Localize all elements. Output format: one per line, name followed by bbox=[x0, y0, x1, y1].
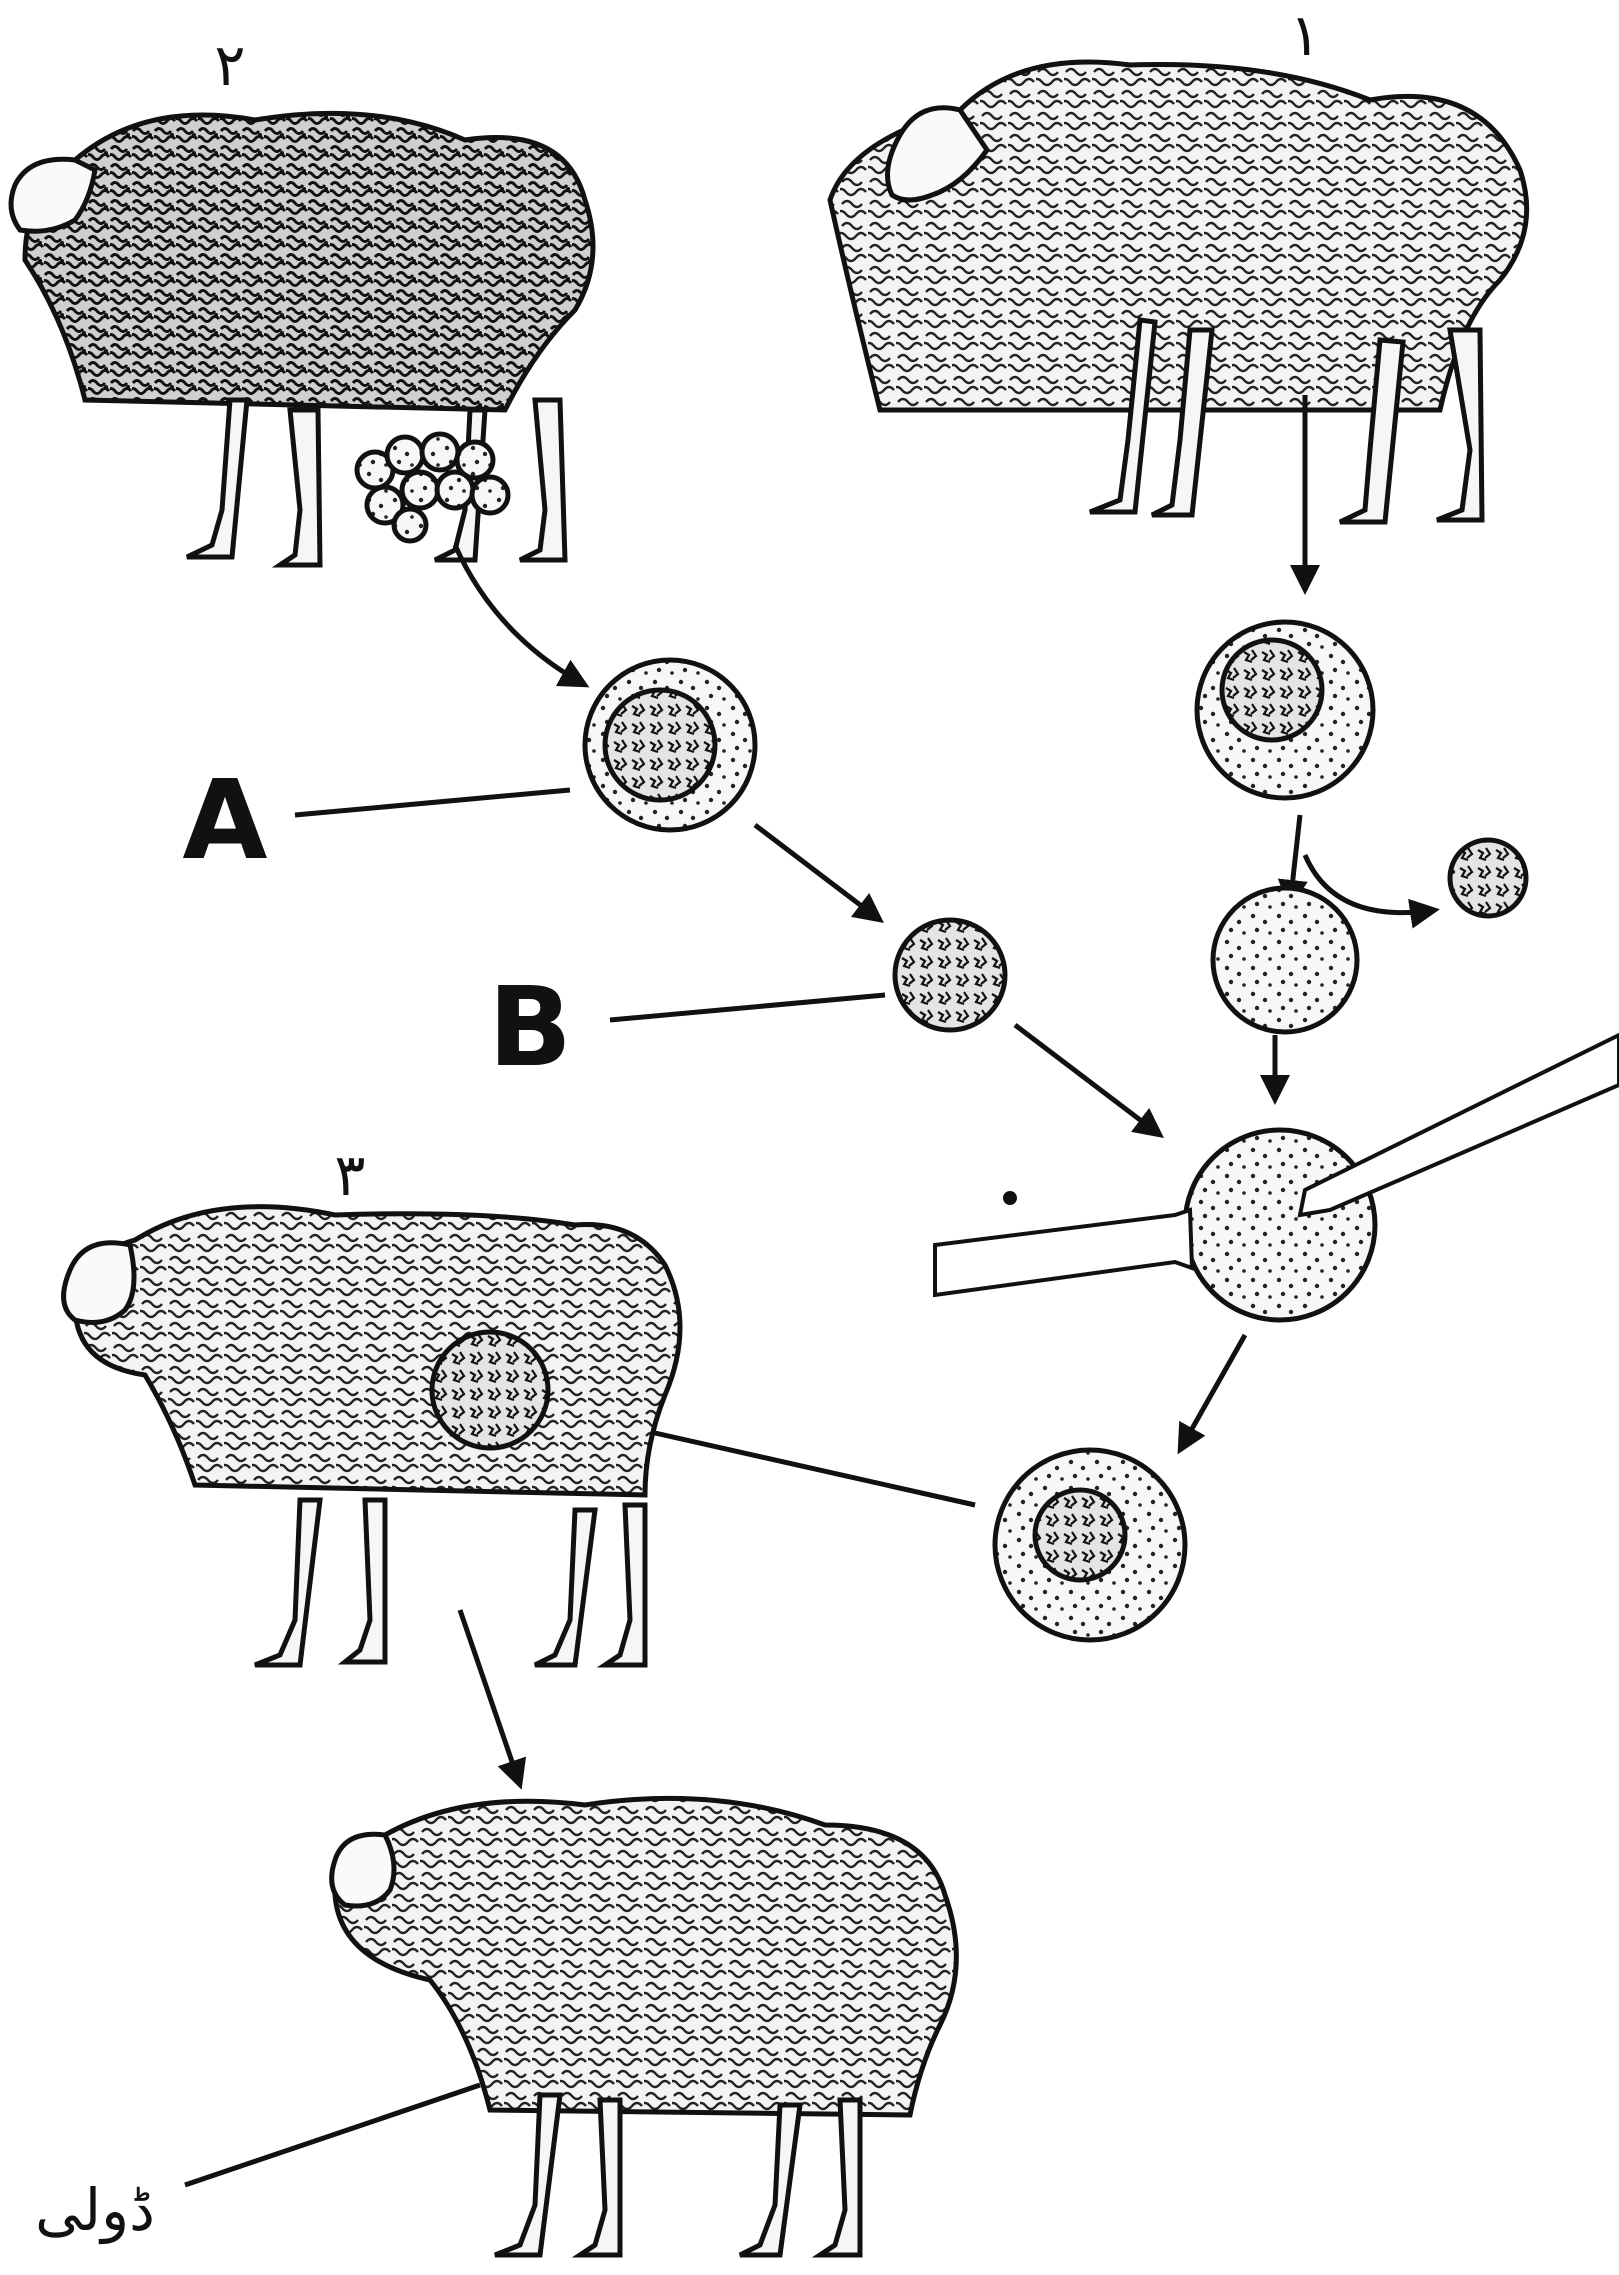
embryo-cell bbox=[995, 1450, 1185, 1640]
nucleus-b bbox=[895, 920, 1005, 1030]
sheep-2-label: ۲ bbox=[214, 31, 245, 99]
arrow-eggs-to-a bbox=[455, 545, 585, 685]
arrow-b-to-fusion bbox=[1015, 1025, 1160, 1135]
injection-pipette bbox=[1300, 1035, 1619, 1215]
sheep-1-label: ۱ bbox=[1289, 1, 1320, 69]
egg-cell-a bbox=[585, 660, 755, 830]
pointer-a bbox=[295, 790, 570, 815]
sheep-dolly bbox=[332, 1798, 957, 2255]
label-b: B bbox=[488, 963, 572, 1091]
dolly-label: ڈولی bbox=[35, 2176, 155, 2245]
removed-nucleus bbox=[1450, 840, 1526, 916]
arrow-fusion-to-embryo bbox=[1180, 1335, 1245, 1450]
label-a: A bbox=[182, 756, 267, 884]
implanted-embryo bbox=[432, 1332, 548, 1448]
sheep-3: ۳ bbox=[64, 1141, 680, 1665]
pointer-dolly bbox=[185, 2085, 480, 2185]
holding-pipette bbox=[935, 1210, 1192, 1295]
egg-cluster bbox=[357, 434, 508, 541]
arrow-sheep3-to-dolly bbox=[460, 1610, 520, 1785]
sheep-1: ۱ bbox=[830, 1, 1527, 522]
arrow-a-to-b bbox=[755, 825, 880, 920]
udder-cell bbox=[1197, 622, 1373, 798]
pointer-b bbox=[610, 995, 885, 1020]
sheep-3-label: ۳ bbox=[334, 1141, 365, 1209]
enucleated-egg bbox=[1213, 888, 1357, 1032]
spot-dot bbox=[1003, 1191, 1017, 1205]
